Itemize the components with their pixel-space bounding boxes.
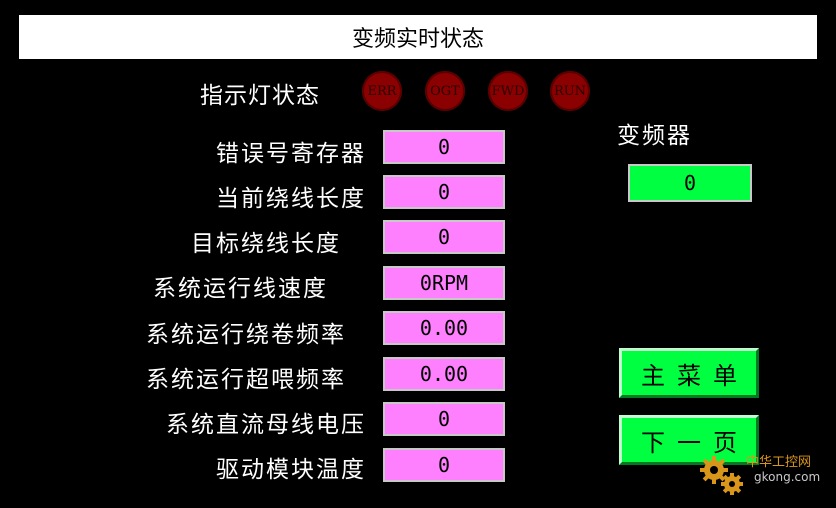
line-speed-label: 系统运行线速度 [153, 276, 328, 302]
drive-module-temperature-label: 驱动模块温度 [216, 457, 366, 483]
page-title: 变频实时状态 [19, 15, 817, 59]
dc-bus-voltage-value: 0 [383, 402, 505, 436]
watermark-url: gkong.com [754, 470, 820, 484]
current-winding-length-label: 当前绕线长度 [216, 186, 366, 212]
error-register-value: 0 [383, 130, 505, 164]
drive-module-temperature-value: 0 [383, 448, 505, 482]
line-speed-value: 0RPM [383, 266, 505, 300]
indicator-status-label: 指示灯状态 [200, 83, 320, 109]
run-indicator-light: RUN [550, 71, 590, 111]
target-winding-length-label: 目标绕线长度 [191, 231, 341, 257]
err-indicator-light: ERR [362, 71, 402, 111]
winding-frequency-value: 0.00 [383, 311, 505, 345]
ogt-indicator-light: OGT [425, 71, 465, 111]
watermark-text: 中华工控网 [746, 455, 811, 470]
winding-frequency-label: 系统运行绕卷频率 [146, 322, 346, 348]
error-register-label: 错误号寄存器 [216, 141, 366, 167]
dc-bus-voltage-label: 系统直流母线电压 [166, 412, 366, 438]
fwd-indicator-light: FWD [488, 71, 528, 111]
overfeed-frequency-label: 系统运行超喂频率 [146, 367, 346, 393]
current-winding-length-value: 0 [383, 175, 505, 209]
overfeed-frequency-value: 0.00 [383, 357, 505, 391]
target-winding-length-value: 0 [383, 220, 505, 254]
main-menu-button[interactable]: 主菜单 [619, 348, 759, 398]
next-page-button[interactable]: 下一页 [619, 415, 759, 465]
watermark-logo: 中华工控网 gkong.com [698, 448, 830, 502]
vfd-value: 0 [628, 164, 752, 202]
gear-icon [700, 456, 743, 495]
vfd-label: 变频器 [617, 123, 692, 149]
